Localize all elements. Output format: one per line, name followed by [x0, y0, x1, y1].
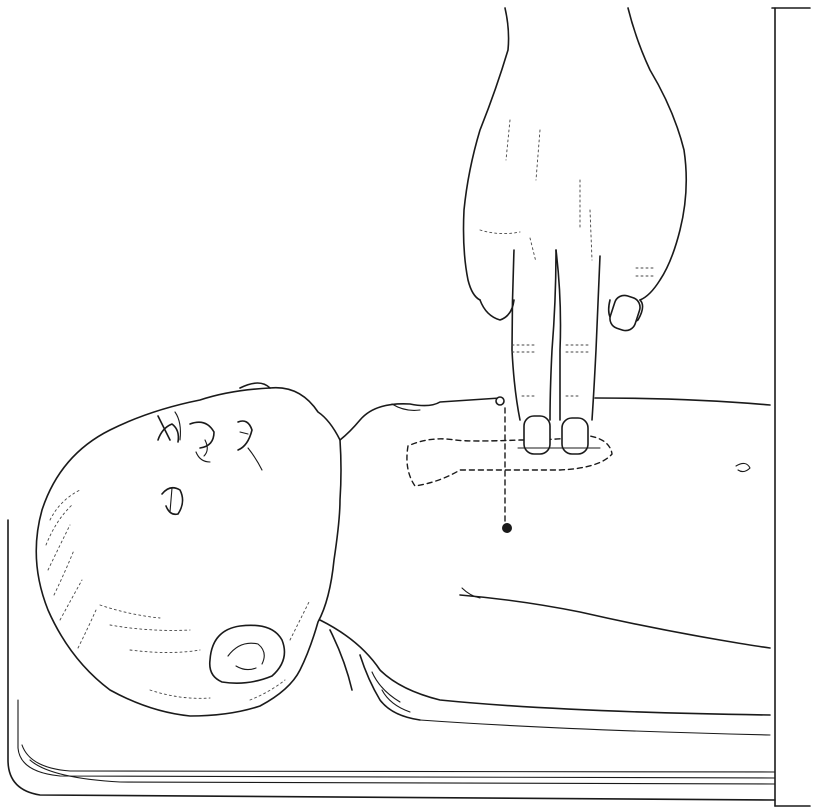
sternum-outline: [407, 397, 612, 533]
rescuer-hand: [464, 8, 687, 454]
ring-fingernail: [607, 293, 642, 333]
table-surface: [8, 520, 775, 800]
infant-head: [36, 383, 341, 716]
frame: [772, 8, 810, 806]
middle-fingernail: [562, 418, 588, 454]
xiphoid-marker: [502, 523, 512, 533]
nipple-line-marker: [496, 397, 504, 405]
